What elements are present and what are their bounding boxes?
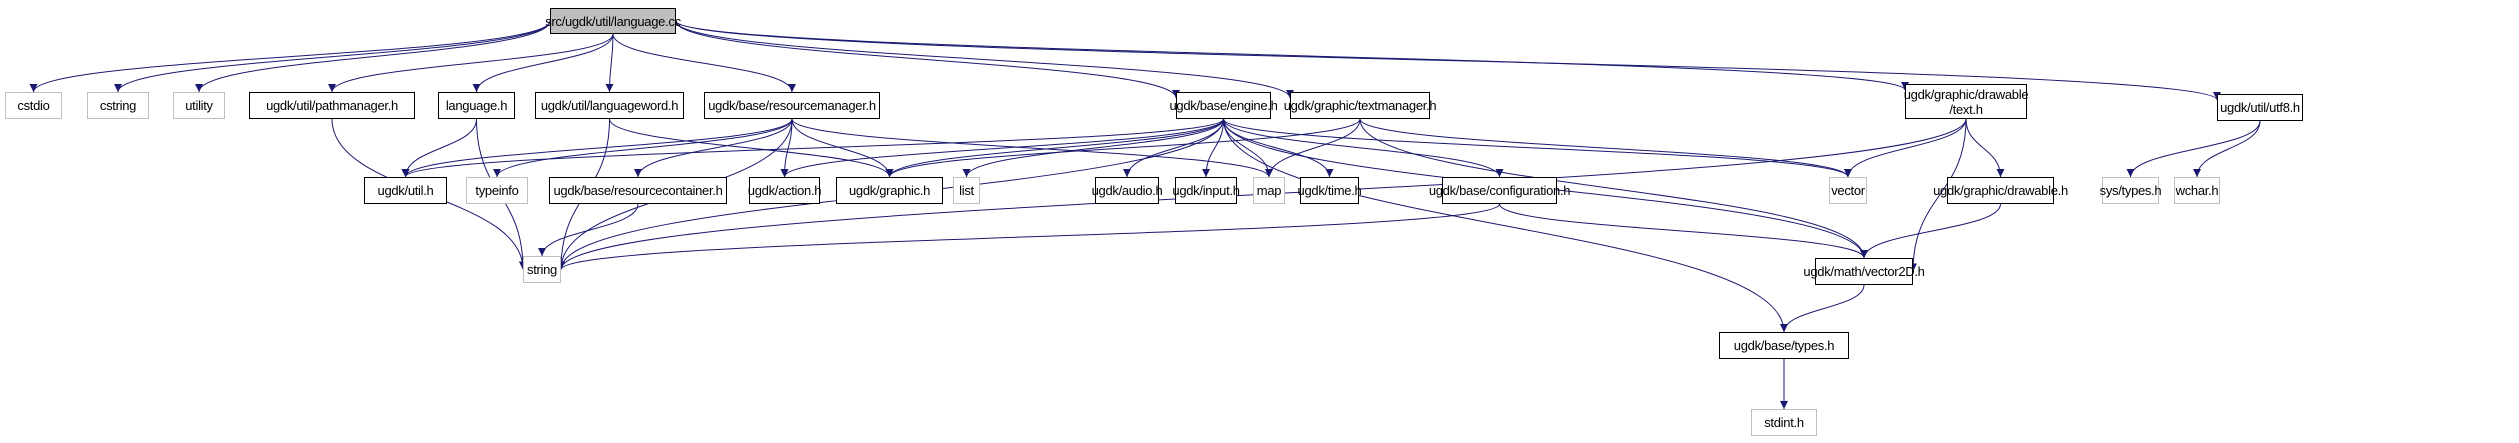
node-stdint: stdint.h bbox=[1751, 409, 1817, 436]
edge-resourcemanager-to-graphic bbox=[791, 118, 894, 178]
edge-engine-to-configuration bbox=[1223, 118, 1504, 178]
edge-engine-to-action bbox=[780, 118, 1224, 178]
edge-resourcecontainer-to-string bbox=[538, 203, 639, 257]
edge-engine-to-graphic bbox=[885, 118, 1224, 178]
node-pathmanager[interactable]: ugdk/util/pathmanager.h bbox=[249, 92, 415, 119]
edge-resourcemanager-to-typeinfo bbox=[493, 118, 793, 178]
edge-engine-to-input bbox=[1202, 118, 1224, 178]
node-languageword[interactable]: ugdk/util/languageword.h bbox=[535, 92, 684, 119]
node-languageh[interactable]: language.h bbox=[438, 92, 515, 119]
edge-configuration-to-vector2d bbox=[1499, 203, 1868, 259]
node-configuration[interactable]: ugdk/base/configuration.h bbox=[1429, 177, 1571, 204]
edge-engine-to-types bbox=[1223, 118, 1788, 333]
node-graphic[interactable]: ugdk/graphic.h bbox=[836, 177, 943, 204]
edge-textmanager-to-map bbox=[1265, 118, 1361, 178]
edge-root-to-engine bbox=[675, 20, 1180, 99]
edge-root-to-cstring bbox=[114, 20, 551, 93]
edge-textmanager-to-vector2d bbox=[1359, 118, 1868, 259]
node-audio[interactable]: ugdk/audio.h bbox=[1092, 177, 1163, 204]
node-textmanager[interactable]: ugdk/graphic/textmanager.h bbox=[1284, 92, 1437, 119]
node-vector2d[interactable]: ugdk/math/vector2D.h bbox=[1803, 258, 1925, 285]
edge-root-to-pathmanager bbox=[328, 33, 614, 93]
edge-text-to-vector bbox=[1844, 118, 1967, 178]
edge-languageword-to-graphic bbox=[609, 118, 894, 178]
edge-root-to-languageh bbox=[472, 33, 614, 93]
edge-drawable-to-vector2d bbox=[1860, 203, 2001, 259]
edge-resourcemanager-to-map bbox=[791, 118, 1273, 178]
edge-vector2d-to-types bbox=[1780, 284, 1865, 333]
edges-layer bbox=[29, 20, 2261, 409]
node-utility: utility bbox=[173, 92, 225, 119]
edge-configuration-to-string bbox=[557, 203, 1500, 270]
node-root[interactable]: src/ugdk/util/language.cc bbox=[545, 8, 681, 34]
node-utf8[interactable]: ugdk/util/utf8.h bbox=[2217, 94, 2303, 121]
edge-root-to-cstdio bbox=[29, 20, 551, 93]
edge-languageh-to-utilh bbox=[401, 118, 477, 178]
node-engine[interactable]: ugdk/base/engine.h bbox=[1169, 92, 1278, 119]
edge-engine-to-list bbox=[962, 118, 1224, 178]
edge-root-to-utf8 bbox=[675, 20, 2221, 101]
node-cstdio: cstdio bbox=[5, 92, 62, 119]
node-typeinfo: typeinfo bbox=[466, 177, 528, 204]
edge-resourcemanager-to-resourcecontainer bbox=[634, 118, 793, 178]
edge-root-to-languageword bbox=[605, 33, 614, 93]
edge-engine-to-utilh bbox=[401, 118, 1224, 178]
edge-utf8-to-wchar bbox=[2193, 120, 2261, 178]
edge-root-to-resourcemanager bbox=[612, 33, 796, 93]
edge-resourcemanager-to-utilh bbox=[401, 118, 793, 178]
node-types[interactable]: ugdk/base/types.h bbox=[1719, 332, 1849, 359]
node-vector: vector bbox=[1829, 177, 1867, 204]
node-string: string bbox=[523, 256, 561, 283]
edge-text-to-drawable bbox=[1965, 118, 2005, 178]
node-resourcemanager[interactable]: ugdk/base/resourcemanager.h bbox=[704, 92, 880, 119]
node-input[interactable]: ugdk/input.h bbox=[1172, 177, 1240, 204]
node-action[interactable]: ugdk/action.h bbox=[748, 177, 822, 204]
node-drawable[interactable]: ugdk/graphic/drawable.h bbox=[1933, 177, 2068, 204]
node-wchar: wchar.h bbox=[2174, 177, 2220, 204]
edge-textmanager-to-vector bbox=[1359, 118, 1852, 178]
node-time[interactable]: ugdk/time.h bbox=[1298, 177, 1362, 204]
edge-root-to-text bbox=[675, 20, 1909, 91]
edge-textmanager-to-graphic bbox=[885, 118, 1361, 178]
node-map: map bbox=[1253, 177, 1285, 204]
node-cstring: cstring bbox=[87, 92, 149, 119]
edge-text-to-vector2d bbox=[1909, 118, 1967, 272]
edge-utf8-to-systypes bbox=[2126, 120, 2261, 178]
node-text[interactable]: ugdk/graphic/drawable /text.h bbox=[1904, 84, 2029, 119]
node-systypes: sys/types.h bbox=[2100, 177, 2162, 204]
node-resourcecontainer[interactable]: ugdk/base/resourcecontainer.h bbox=[549, 177, 727, 204]
node-list: list bbox=[953, 177, 980, 204]
edge-root-to-textmanager bbox=[675, 20, 1294, 99]
edge-engine-to-vector bbox=[1223, 118, 1852, 178]
edge-root-to-utility bbox=[195, 20, 551, 93]
node-utilh[interactable]: ugdk/util.h bbox=[364, 177, 447, 204]
